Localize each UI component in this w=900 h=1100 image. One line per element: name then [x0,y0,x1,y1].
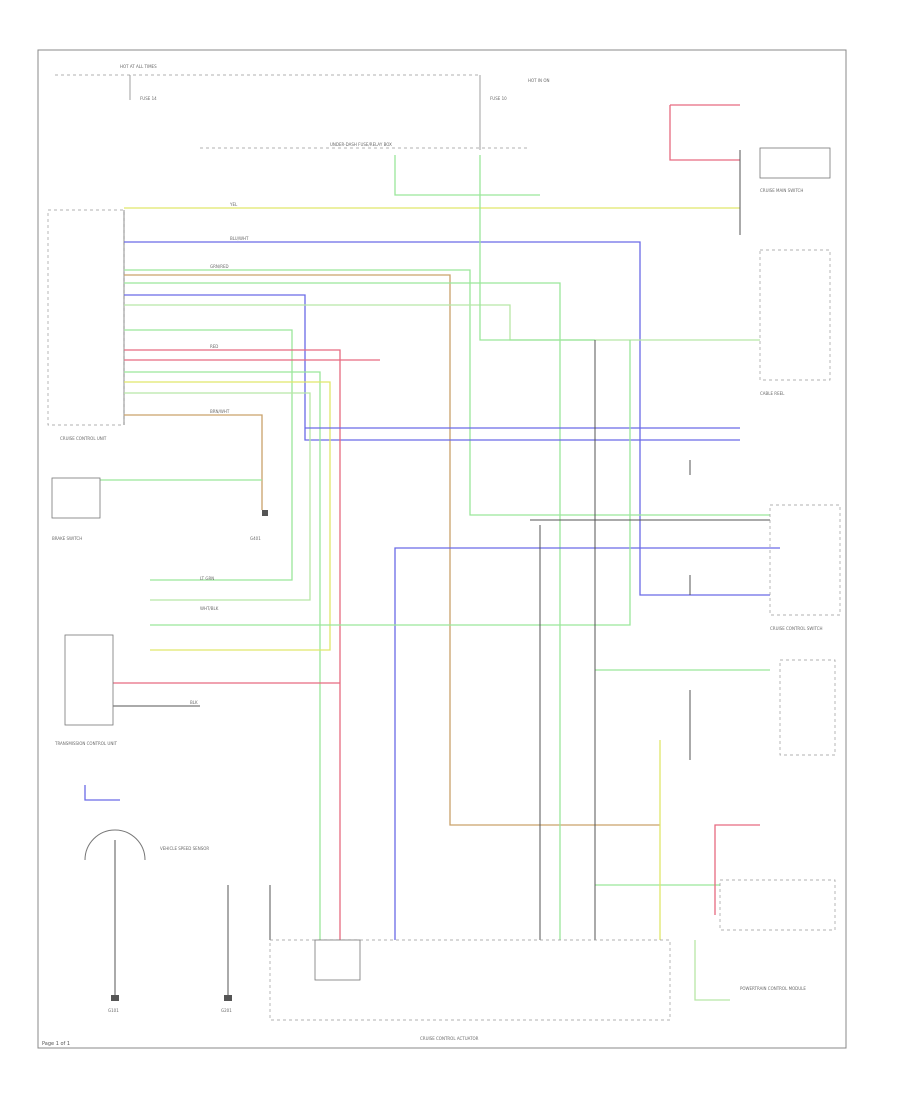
wire-grn-3 [124,304,760,341]
wire-label-yel: YEL [229,202,238,207]
wire-blu-vss [394,547,780,940]
g201-label: G201 [221,1008,232,1013]
pcm-box [719,879,836,931]
power-bus: HOT AT ALL TIMES FUSE 14 FUSE 10 HOT IN … [55,64,549,150]
cruise-control-unit: CRUISE CONTROL UNIT [47,209,125,441]
wire-blu-gnd [84,785,120,801]
brake-sw-right-box [779,659,836,756]
wire-label-grnred: GRN/RED [210,264,229,269]
wire-grn-2 [124,282,561,940]
wire-blu-top [124,241,770,596]
wire-grn-5 [124,371,321,940]
pcm-label: POWERTRAIN CONTROL MODULE [740,986,806,991]
left-components: BRAKE SWITCH TRANSMISSION CONTROL UNIT V… [51,477,209,861]
wire-label-blk: BLK [190,700,198,705]
wire-blu-2 [124,294,740,441]
fuse-10-label: FUSE 10 [490,96,507,101]
wire-grn-bot [694,940,730,1001]
wire-brn-2 [124,414,263,510]
main-switch-label: CRUISE MAIN SWITCH [760,188,803,193]
wire-labels: YEL BLU/WHT GRN/RED RED BRN/WHT LT GRN W… [190,202,249,705]
tcm-box [64,634,114,726]
cruise-control-unit-label: CRUISE CONTROL UNIT [60,436,107,441]
right-components: CRUISE MAIN SWITCH CABLE REEL CRUISE CON… [719,147,841,991]
wire-grn-4 [124,329,293,581]
ground-g201 [224,995,232,1001]
diagram-frame [37,49,847,1049]
black-wires [110,150,770,995]
actuator-label: CRUISE CONTROL ACTUATOR [420,1036,479,1041]
wire-label-blu: BLU/WHT [230,236,249,241]
g101-label: G101 [108,1008,119,1013]
main-switch-box [759,147,831,179]
wire-grn-sw [479,155,595,341]
hot-at-all-times-label: HOT AT ALL TIMES [120,64,157,69]
wire-red-lower [714,824,760,915]
brake-switch-label: BRAKE SWITCH [52,536,82,541]
cruise-actuator: CRUISE CONTROL ACTUATOR [269,939,671,1041]
wire-grn-sw2 [394,155,540,196]
wire-grn-tcm [150,340,631,626]
wire-label-ltgrn: LT GRN [200,576,214,581]
hot-in-on-label: HOT IN ON [528,78,549,83]
wire-set [84,104,780,1001]
fuse-14-label: FUSE 14 [140,96,157,101]
wire-grn-1 [124,269,770,516]
cable-reel-box [759,249,831,381]
g401-label: G401 [250,536,261,541]
wire-yel-2 [124,381,331,651]
wire-red-1 [124,349,341,940]
brake-switch-box [51,477,101,519]
wire-grn-6 [124,392,311,601]
cable-reel-label: CABLE REEL [760,391,785,396]
tcm-label: TRANSMISSION CONTROL UNIT [54,741,118,746]
wire-brn-1 [124,274,660,826]
wire-red-main [669,105,740,161]
ground-g401 [262,510,268,516]
wire-label-whtblk: WHT/BLK [200,606,219,611]
wire-label-brn: BRN/WHT [210,409,230,414]
grounds: G101 G201 G401 [108,510,268,1013]
control-switch-box [769,504,841,616]
control-switch-label: CRUISE CONTROL SWITCH [770,626,823,631]
vss-sensor [84,829,146,861]
fuse-box-label: UNDER-DASH FUSE/RELAY BOX [330,142,392,147]
wire-label-red: RED [210,344,218,349]
vss-label: VEHICLE SPEED SENSOR [160,846,209,851]
ground-g101 [111,995,119,1001]
page-label: Page 1 of 1 [42,1041,70,1047]
